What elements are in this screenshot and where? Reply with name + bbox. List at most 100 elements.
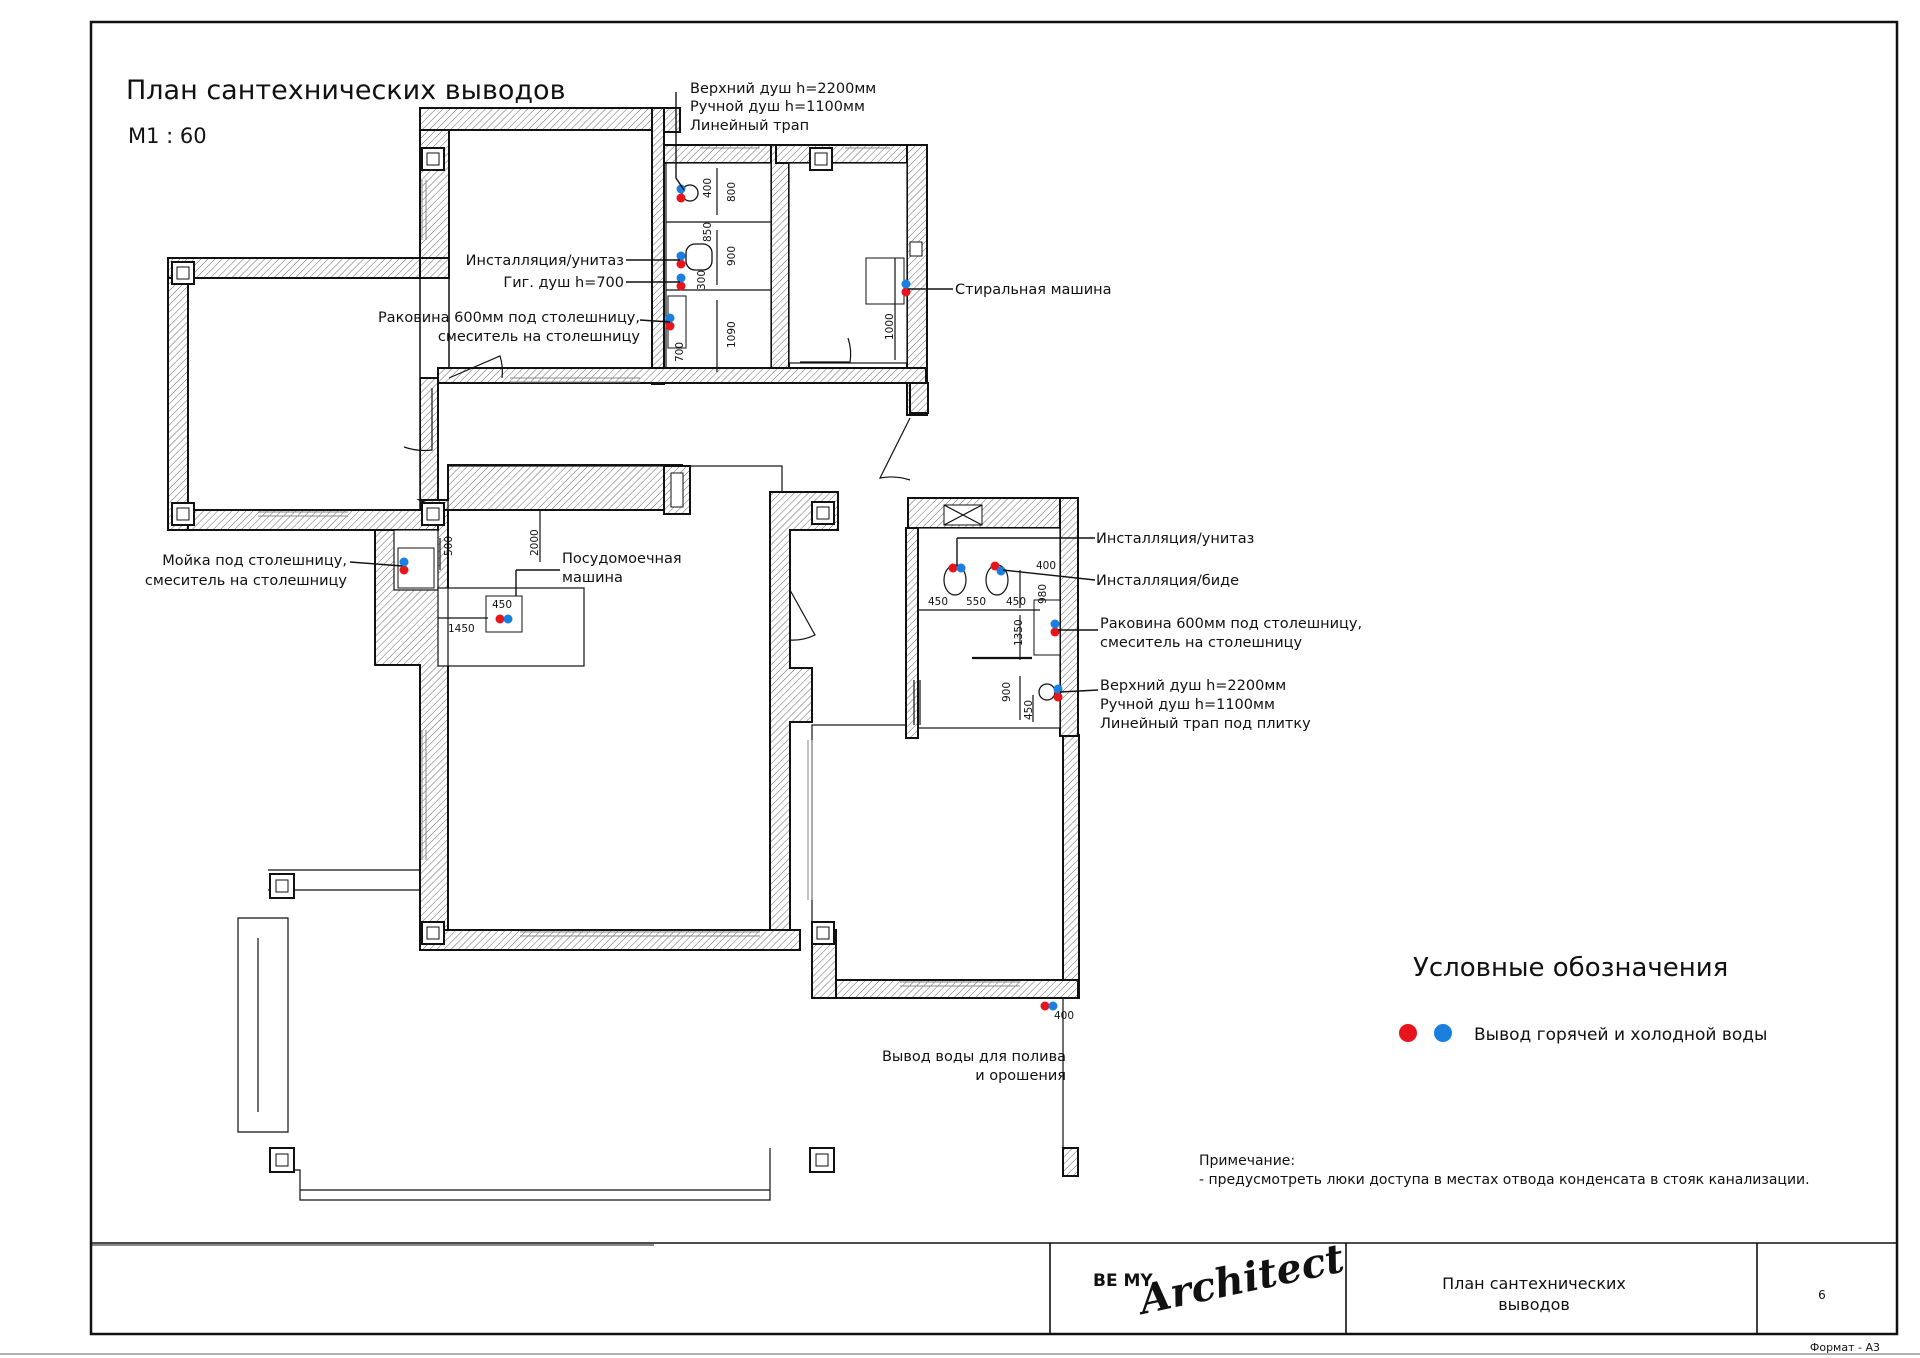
outlet-sink-2 (1050, 619, 1060, 637)
dim-700: 700 (674, 342, 686, 362)
outlet-shower-2 (1053, 684, 1063, 702)
callout-sink-1-l1: Раковина 600мм под столешницу, (378, 310, 640, 326)
sheet-name-l2: выводов (1498, 1295, 1570, 1314)
outlet-bidet (990, 561, 1006, 576)
dim-900b: 900 (1001, 682, 1013, 702)
callout-kitchen-sink-l2: смеситель на столешницу (145, 573, 348, 589)
outlet-wc-2 (948, 563, 966, 573)
wall-top-left-right (651, 107, 665, 385)
terrace-wall (1062, 1147, 1079, 1177)
dim-1090: 1090 (726, 321, 738, 348)
wall-top-left-thick (419, 107, 450, 259)
sheet-border (89, 20, 1899, 1336)
door-bath2 (913, 680, 921, 725)
floor-plan (167, 107, 1080, 1201)
dim-900a: 900 (726, 246, 738, 266)
title-block: BE MY Architect План сантехнических выво… (91, 1235, 1880, 1354)
callout-washing-machine: Стиральная машина (955, 282, 1111, 298)
bath2-vent-x2 (943, 504, 983, 526)
bath2-wall-right (1059, 497, 1079, 737)
dim-500: 500 (443, 536, 455, 556)
callout-sink-1-l2: смеситель на столешницу (438, 329, 641, 345)
kitchen-pillar-inner (670, 472, 684, 508)
legend-hot-dot (1399, 1024, 1417, 1042)
outlet-dishwasher (495, 614, 513, 624)
washing-machine-symbol (865, 257, 905, 305)
callout-sink-2-l1: Раковина 600мм под столешницу, (1100, 616, 1362, 632)
callout-install-wc-1: Инсталляция/унитаз (466, 253, 624, 269)
door-laundry (800, 337, 852, 363)
sheet-name-l1: План сантехнических (1442, 1274, 1626, 1293)
dim-2000: 2000 (529, 529, 541, 556)
corridor-wall-top (437, 367, 927, 384)
callout-hyg-shower: Гиг. душ h=700 (503, 275, 624, 291)
legend: Условные обозначения Вывод горячей и хол… (1399, 953, 1767, 1045)
wall-kitchen-east (769, 491, 839, 931)
legend-cold-dot (1434, 1024, 1452, 1042)
note-heading: Примечание: (1199, 1153, 1295, 1169)
dim-450b: 450 (928, 596, 948, 608)
sheet-number: 6 (1818, 1288, 1826, 1302)
dim-400b: 400 (1036, 560, 1056, 572)
terrace-outline (237, 869, 1079, 1201)
dim-800: 800 (726, 182, 738, 202)
corridor-wall-right (909, 382, 929, 414)
water-outlets (399, 184, 1063, 1011)
legend-item-label: Вывод горячей и холодной воды (1474, 1025, 1767, 1045)
callout-irrigation-l1: Вывод воды для полива (882, 1049, 1066, 1065)
bath2-wall-top (907, 497, 1079, 529)
dim-980: 980 (1037, 584, 1049, 604)
logo-be-my: BE MY (1093, 1271, 1153, 1291)
outlet-shower-1 (676, 184, 686, 203)
toilet-symbol-1 (685, 243, 713, 271)
dim-400a: 400 (702, 178, 714, 198)
wall-right-bedroom-bottom (829, 979, 1079, 999)
dim-400c: 400 (1054, 1010, 1074, 1022)
laundry-vent (909, 241, 923, 257)
callout-top-shower-2: Ручной душ h=1100мм (690, 99, 865, 115)
dim-1000: 1000 (884, 313, 896, 340)
dim-300: 300 (696, 270, 708, 290)
outlet-washing-machine (901, 279, 911, 297)
dim-1350: 1350 (1013, 619, 1025, 646)
callout-top-shower-1: Верхний душ h=2200мм (690, 81, 876, 97)
callout-dishwasher-l1: Посудомоечная (562, 551, 682, 567)
wall-left-bottom (167, 509, 439, 531)
wall-kitchen-left (416, 464, 683, 511)
wall-top-left-top (419, 107, 661, 131)
callout-shower-2-l1: Верхний душ h=2200мм (1100, 678, 1286, 694)
kitchen-room (447, 465, 783, 939)
dim-1450: 1450 (448, 623, 475, 635)
callout-shower-2-l2: Ручной душ h=1100мм (1100, 697, 1275, 713)
callout-top-shower-3: Линейный трап (690, 118, 809, 134)
right-bedroom (811, 724, 1065, 981)
callout-irrigation-l2: и орошения (975, 1068, 1066, 1084)
plan-scale: М1 : 60 (128, 124, 207, 148)
shower-head-symbol-2 (1038, 683, 1056, 701)
dimension-labels: 400 800 850 900 300 1090 700 1000 500 20… (443, 178, 1074, 1022)
wall-mid-left (419, 257, 450, 279)
callout-dishwasher-l2: машина (562, 570, 623, 586)
door-corridor-right (878, 417, 911, 481)
wall-right-bedroom-right (1062, 734, 1080, 999)
callout-install-wc-2: Инсталляция/унитаз (1096, 531, 1254, 547)
note-text: - предусмотреть люки доступа в местах от… (1199, 1172, 1810, 1188)
wall-left-top (167, 257, 421, 279)
outlet-wc-1 (676, 251, 686, 269)
dim-450d: 450 (1023, 700, 1035, 720)
legend-title: Условные обозначения (1413, 953, 1728, 983)
outlet-sink-1 (665, 313, 675, 331)
dim-450a: 450 (492, 599, 512, 611)
callout-shower-2-l3: Линейный трап под плитку (1100, 716, 1311, 732)
callout-kitchen-sink-l1: Мойка под столешницу, (162, 553, 347, 569)
wall-kitchen-bottom (419, 929, 801, 951)
door-left-bedroom (403, 388, 433, 452)
dim-450c: 450 (1006, 596, 1026, 608)
bath2-wall-left (905, 527, 919, 739)
door-kitchen-east (789, 589, 816, 641)
dimension-lines (438, 168, 1040, 722)
windows (258, 147, 1020, 987)
sheet-format: Формат - А3 (1810, 1341, 1880, 1354)
leader-lines (349, 92, 1099, 693)
